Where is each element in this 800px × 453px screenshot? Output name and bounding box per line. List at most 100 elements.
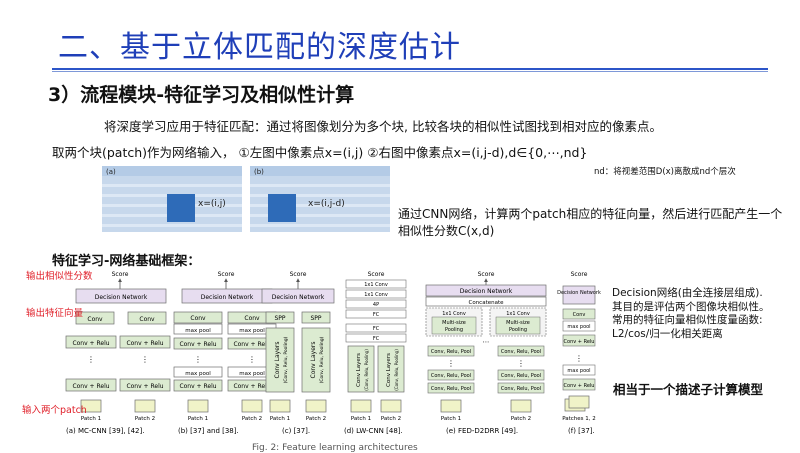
decision-network-label: Decision Network	[201, 294, 254, 301]
label-output-feature: 输出特征向量	[26, 308, 84, 319]
conv-relu-label: Conv + Relu	[233, 383, 270, 390]
conv-layers-label: Conv Layers	[310, 342, 317, 379]
fc-label: FC	[373, 336, 380, 342]
input-description: 取两个块(patch)作为网络输入， ①左图中像素点x=(i,j) ②右图中像素…	[52, 145, 588, 160]
arch-e: Score Decision Network Concatenate 1x1 C…	[425, 271, 547, 435]
arch-c: Score Decision Network SPP SPP Conv Laye…	[261, 271, 335, 435]
1x1-conv-label: 1x1 Conv	[364, 292, 388, 298]
score-label: Score	[478, 271, 495, 278]
patch-1-box	[80, 399, 102, 413]
caption-a: (a) MC-CNN [39], [42].	[66, 427, 144, 435]
concatenate-label: Concatenate	[468, 300, 504, 306]
decision-network-explanation: Decision网络(由全连接层组成). 其目的是评估两个图像块相似性。 常用的…	[612, 287, 770, 341]
intro-paragraph: 将深度学习应用于特征匹配：通过将图像划分为多个块, 比较各块的相似性试图找到相对…	[104, 119, 662, 134]
pooling-label: Pooling	[445, 327, 463, 333]
spp-label: SPP	[274, 315, 285, 322]
dots: ⋮	[248, 355, 256, 364]
nd-note: nd：将视差范围D(x)离散成nd个层次	[594, 167, 736, 177]
caption-e: (e) FED-D2DRR [49].	[446, 427, 518, 435]
caption-c: (c) [37].	[282, 427, 310, 435]
panel-b: (b) x=(i,j-d)	[250, 166, 390, 232]
side-line: 常用的特征向量相似性度量函数:	[612, 314, 763, 326]
max-pool-label: max pool	[567, 324, 590, 330]
caption-b: (b) [37] and [38].	[178, 427, 239, 435]
decision-network-block	[75, 288, 167, 304]
fc-label: FC	[373, 326, 380, 332]
slide-title: 二、基于立体匹配的深度估计	[58, 30, 461, 65]
decision-network-label: Decision Network	[95, 294, 148, 301]
cnn-note: 通过CNN网络，计算两个patch相应的特征向量，然后进行匹配产生一个相似性分数…	[398, 207, 783, 238]
score-label: Score	[218, 271, 235, 278]
title-divider-thin	[52, 71, 768, 72]
conv-relu-label: Conv + Relu	[72, 383, 109, 390]
patch-2-label: Patch 2	[306, 416, 326, 422]
patch-2-box	[134, 399, 156, 413]
crp-label: Conv, Relu, Pool	[501, 349, 541, 355]
side-line: 其目的是评估两个图像块相似性。	[612, 300, 770, 313]
dots: ⋮	[141, 355, 149, 364]
patch-1-label: Patch 1	[270, 416, 290, 422]
architecture-title: 特征学习-网络基础框架：	[52, 254, 201, 269]
arch-f: Score Decision Network Conv max pool Con…	[557, 271, 601, 435]
patches-label: Patches 1, 2	[562, 416, 596, 422]
fc-label: FC	[373, 312, 380, 318]
1x1-conv-label: 1x1 Conv	[442, 311, 466, 317]
conv-relu-label: Conv + Relu	[72, 340, 109, 347]
panel-a: (a) x=(i,j)	[102, 166, 242, 232]
conv-relu-label: Conv + Relu	[233, 341, 270, 348]
patch-2-label: Patch 2	[511, 416, 531, 422]
decision-network-label: Decision Network	[272, 294, 325, 301]
patch-1-label: Patch 1	[351, 416, 371, 422]
conv-label: Conv	[190, 315, 206, 322]
conv-relu-label: Conv + Relu	[126, 340, 163, 347]
patch-1-label: Patch 1	[81, 416, 101, 422]
conv-label: Conv	[139, 316, 155, 323]
panel-b-label: (b)	[254, 168, 264, 176]
crp-label: Conv, Relu, Pool	[501, 373, 541, 379]
patch-figure: (a) x=(i,j) (b) x=(i,j-d)	[102, 166, 390, 232]
patch-1-label: Patch 1	[441, 416, 461, 422]
spp-label: SPP	[310, 315, 321, 322]
dots: ⋮	[447, 359, 455, 368]
conv-label: Conv	[573, 312, 586, 318]
crp-label: Conv, Relu, Pool	[431, 373, 471, 379]
4p-label: 4P	[373, 302, 379, 308]
conv-relu-label: Conv + Relu	[564, 383, 595, 389]
caption-d: (d) LW-CNN [48].	[344, 427, 403, 435]
panel-a-label: (a)	[106, 168, 116, 176]
dots: ⋮	[575, 354, 583, 363]
multisize-label: Multi-size	[442, 320, 466, 326]
side-line: Decision网络(由全连接层组成).	[612, 287, 763, 299]
descriptor-model-note: 相当于一个描述子计算模型	[613, 382, 764, 397]
score-label: Score	[290, 271, 307, 278]
max-pool-label: max pool	[239, 371, 265, 377]
score-label: Score	[368, 271, 385, 278]
dots: ⋮	[194, 355, 202, 364]
conv-relu-label: Conv + Relu	[179, 341, 216, 348]
decision-network-label: Decision Network	[557, 290, 601, 296]
crp-label: Conv, Relu, Pool	[431, 386, 471, 392]
dots: ⋮	[517, 359, 525, 368]
conv-layers-sub: (Conv, Relu, Pooling)	[394, 349, 399, 391]
patch-2-label: Patch 2	[381, 416, 401, 422]
patch-b	[268, 194, 296, 222]
side-line: L2/cos/归一化相关距离	[612, 327, 723, 340]
conv-relu-label: Conv + Relu	[179, 383, 216, 390]
score-label: Score	[112, 271, 129, 278]
max-pool-label: max pool	[185, 371, 211, 377]
conv-layers-label: Conv Layers	[356, 353, 362, 387]
dots: ⋮	[87, 355, 95, 364]
1x1-conv-label: 1x1 Conv	[364, 282, 388, 288]
1x1-conv-label: 1x1 Conv	[506, 311, 530, 317]
decision-network-label: Decision Network	[460, 288, 513, 295]
conv-label: Conv	[244, 315, 260, 322]
multisize-label: Multi-size	[506, 320, 530, 326]
conv-layers-sub: (Conv, Relu, Pooling)	[283, 336, 289, 383]
conv-relu-label: Conv + Relu	[564, 339, 595, 345]
hdots: ⋯	[483, 338, 490, 346]
patch-2-label: Patch 2	[242, 416, 262, 422]
title-divider	[52, 68, 768, 70]
crp-label: Conv, Relu, Pool	[501, 386, 541, 392]
conv-layers-label: Conv Layers	[386, 353, 392, 387]
caption-f: (f) [37].	[568, 427, 595, 435]
